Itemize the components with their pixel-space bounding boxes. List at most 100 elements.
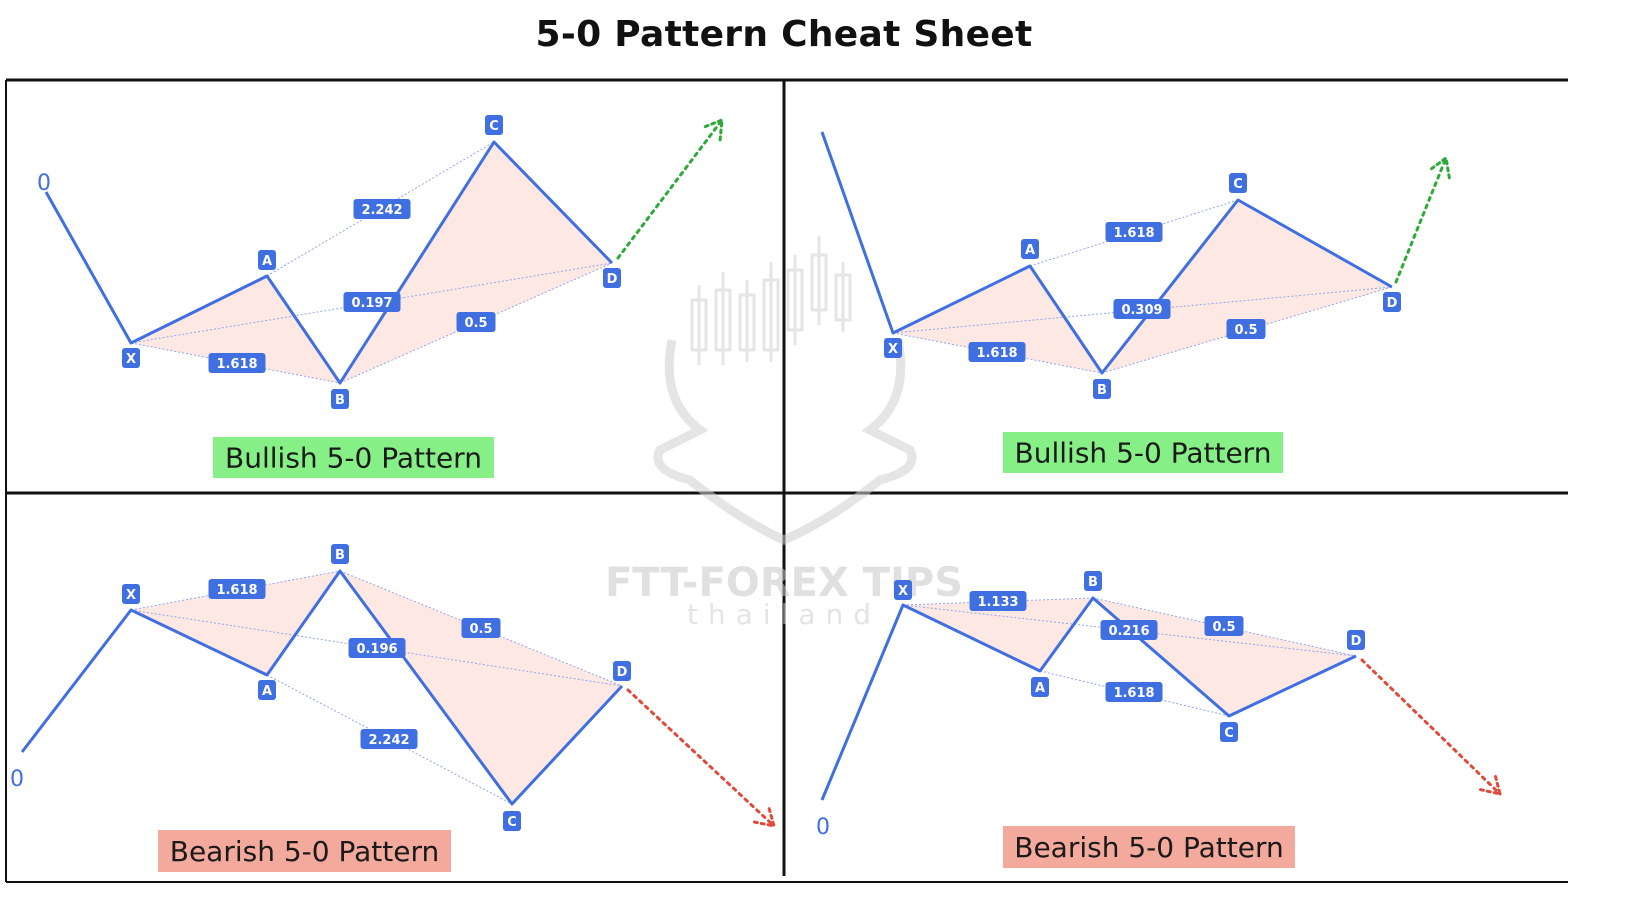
point-label-c: C bbox=[507, 815, 517, 830]
point-badge-a: A bbox=[1031, 677, 1049, 697]
ratio-label: 1.618 bbox=[1113, 686, 1154, 701]
point-label-b: B bbox=[335, 393, 345, 408]
point-badge-d: D bbox=[1347, 630, 1365, 650]
pattern-legs bbox=[820, 596, 1357, 801]
point-label-a: A bbox=[262, 254, 272, 269]
ratio-label: 0.5 bbox=[464, 316, 487, 331]
point-label-c: C bbox=[1233, 177, 1243, 192]
point-badge-b: B bbox=[331, 389, 349, 409]
point-label-d: D bbox=[617, 665, 628, 680]
point-label-a: A bbox=[1025, 243, 1035, 258]
point-label-d: D bbox=[1387, 296, 1398, 311]
point-label-x: X bbox=[898, 584, 908, 599]
point-badge-c: C bbox=[503, 811, 521, 831]
point-badge-d: D bbox=[603, 268, 621, 288]
pattern-caption: Bullish 5-0 Pattern bbox=[213, 437, 494, 478]
point-label-x: X bbox=[126, 588, 136, 603]
ratio-label: 1.133 bbox=[977, 595, 1018, 610]
fill-triangle-bcd bbox=[340, 571, 622, 804]
ratio-badge-xa-d: 0.309 bbox=[1113, 299, 1171, 319]
fill-triangle-xab bbox=[131, 571, 340, 675]
guide-line-xd bbox=[892, 286, 1393, 334]
ratio-badge-xa-d: 0.216 bbox=[1100, 620, 1158, 640]
point-label-x: X bbox=[126, 352, 136, 367]
pattern-legs bbox=[44, 140, 614, 385]
point-badge-a: A bbox=[258, 250, 276, 270]
projection-arrow-line bbox=[626, 688, 776, 828]
pattern-caption-text: Bearish 5-0 Pattern bbox=[1014, 831, 1284, 864]
origin-label: 0 bbox=[37, 171, 51, 196]
ratio-badge-ab-c: 1.618 bbox=[1105, 222, 1163, 242]
point-badge-c: C bbox=[1229, 173, 1247, 193]
point-label-c: C bbox=[1224, 726, 1234, 741]
point-badge-b: B bbox=[331, 544, 349, 564]
guide-line-bd bbox=[1092, 597, 1357, 657]
ratio-badge-xa-b: 1.618 bbox=[1105, 682, 1163, 702]
pattern-caption-text: Bearish 5-0 Pattern bbox=[170, 835, 440, 868]
pattern-caption-text: Bullish 5-0 Pattern bbox=[1015, 437, 1272, 470]
point-badge-x: X bbox=[884, 338, 902, 358]
fill-triangle-xab bbox=[131, 276, 340, 383]
origin-label: 0 bbox=[816, 815, 830, 840]
ratio-badge-ab-c: 2.242 bbox=[353, 199, 411, 219]
ratio-label: 1.618 bbox=[216, 357, 257, 372]
point-badge-a: A bbox=[1021, 239, 1039, 259]
guide-line-xb bbox=[130, 570, 341, 611]
watermark: FTT-FOREX TIPS thailand bbox=[605, 236, 963, 631]
page-title: 5-0 Pattern Cheat Sheet bbox=[535, 14, 1033, 55]
pattern-caption: Bullish 5-0 Pattern bbox=[1003, 432, 1283, 473]
ratio-label: 0.5 bbox=[1234, 323, 1257, 338]
point-badge-x: X bbox=[122, 584, 140, 604]
guide-line-xd bbox=[130, 262, 613, 344]
point-label-b: B bbox=[335, 548, 345, 563]
pattern-caption: Bearish 5-0 Pattern bbox=[158, 830, 451, 872]
ratio-label: 0.5 bbox=[469, 622, 492, 637]
point-badge-c: C bbox=[1220, 722, 1238, 742]
point-label-b: B bbox=[1097, 383, 1107, 398]
watermark-candles bbox=[690, 236, 852, 365]
point-badge-d: D bbox=[613, 661, 631, 681]
point-badge-a: A bbox=[258, 680, 276, 700]
fill-triangle-xab bbox=[903, 598, 1093, 671]
point-badge-c: C bbox=[485, 115, 503, 135]
projection-arrow-head-icon bbox=[1478, 773, 1503, 796]
point-label-a: A bbox=[1035, 681, 1045, 696]
ratio-label: 1.618 bbox=[216, 583, 257, 598]
ratio-label: 0.216 bbox=[1108, 624, 1149, 639]
ratio-label: 0.5 bbox=[1212, 620, 1235, 635]
projection-arrow-line bbox=[1394, 156, 1448, 284]
ratio-badge-xa-d: 0.197 bbox=[343, 292, 401, 312]
ratio-badge-xa-b: 1.618 bbox=[968, 342, 1026, 362]
ratio-label: 2.242 bbox=[368, 733, 409, 748]
watermark-sub: thailand bbox=[687, 598, 881, 631]
point-label-d: D bbox=[607, 272, 618, 287]
pattern-legs bbox=[820, 131, 1393, 375]
ratio-label: 0.197 bbox=[351, 296, 392, 311]
guide-line-xb bbox=[892, 332, 1103, 374]
guide-line-xb bbox=[130, 342, 341, 384]
fill-triangle-bcd bbox=[340, 142, 612, 383]
fill-triangle-xab bbox=[893, 266, 1102, 373]
grid-frame bbox=[5, 78, 1568, 883]
ratio-badge-xa-b: 1.618 bbox=[208, 579, 266, 599]
watermark-bull-head-icon bbox=[653, 339, 917, 545]
ratio-label: 0.196 bbox=[356, 642, 397, 657]
ratio-badge-ab-c: 2.242 bbox=[360, 729, 418, 749]
projection-arrow-head-icon bbox=[752, 805, 777, 828]
ratio-label: 2.242 bbox=[361, 203, 402, 218]
point-badge-x: X bbox=[894, 580, 912, 600]
point-badge-d: D bbox=[1383, 292, 1401, 312]
projection-arrow-head-icon bbox=[701, 117, 724, 142]
projection-arrow-line bbox=[616, 118, 724, 260]
ratio-label: 1.618 bbox=[1113, 226, 1154, 241]
ratio-badge-xa-d: 0.196 bbox=[348, 638, 406, 658]
ratio-badge-ab-c: 1.133 bbox=[969, 591, 1027, 611]
ratio-badge-xa-b: 1.618 bbox=[208, 353, 266, 373]
ratio-badge-bc-d: 0.5 bbox=[1226, 319, 1266, 339]
